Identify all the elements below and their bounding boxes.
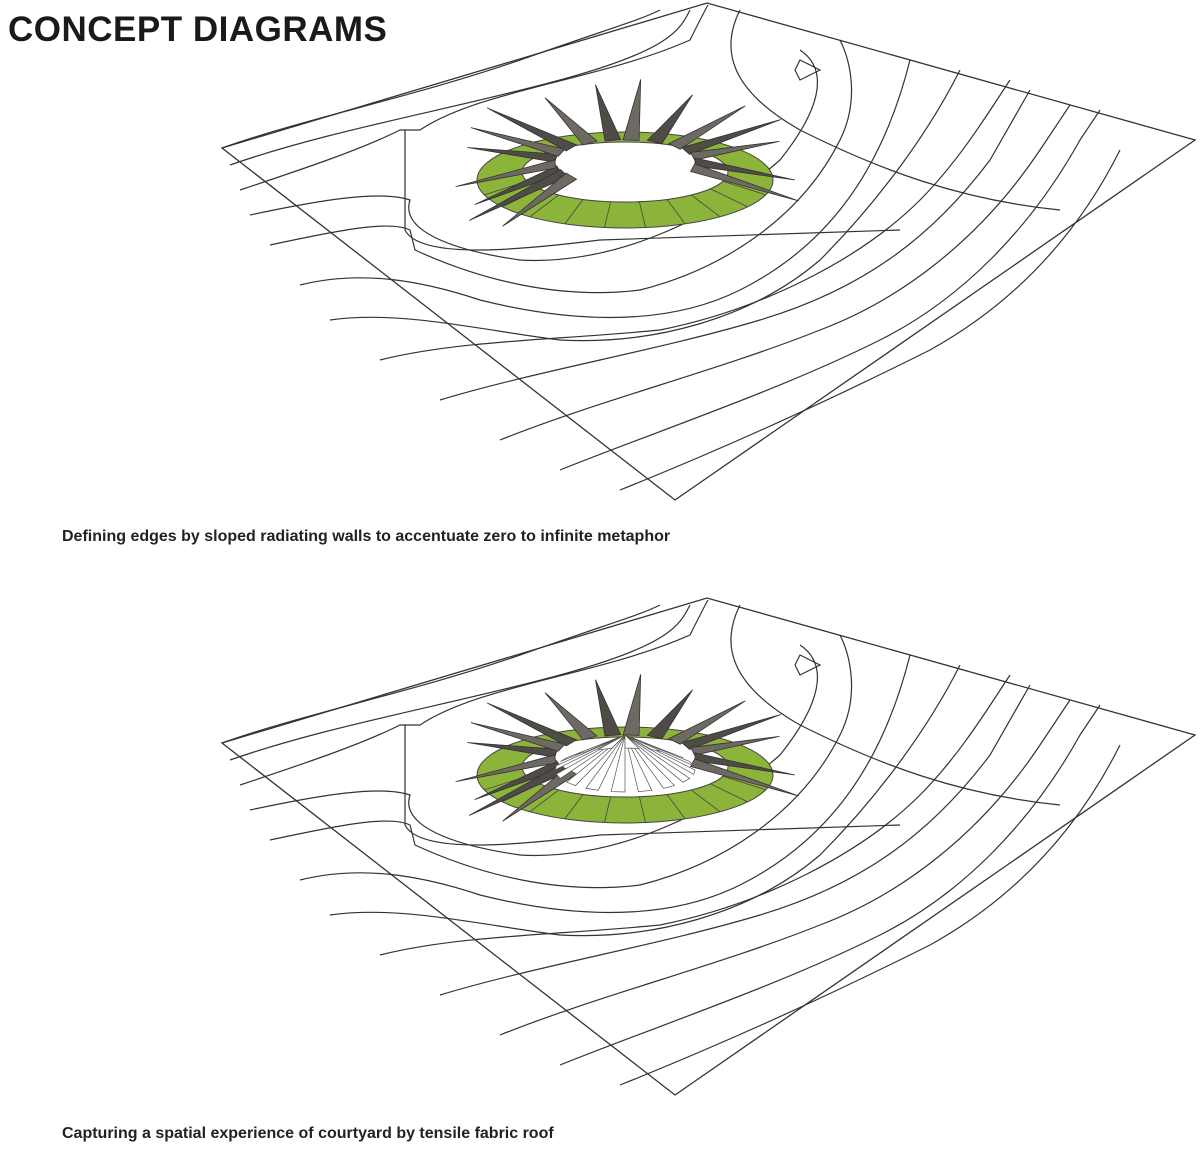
ring-segment-line [710, 188, 748, 208]
radiating-wall [622, 79, 642, 141]
radiating-wall [486, 107, 578, 152]
contour-line [269, 39, 853, 294]
radiating-wall [694, 157, 796, 181]
site-plane [220, 597, 1197, 1096]
ring-segment-line [710, 783, 748, 803]
caption-diagram-2: Capturing a spatial experience of courty… [62, 1125, 554, 1142]
radiating-wall [470, 722, 566, 752]
tensile-fabric-roof-panel [624, 734, 691, 783]
radiating-wall [502, 172, 578, 227]
radiating-wall [544, 97, 598, 146]
ring-segment-line [604, 796, 612, 823]
contour-line [229, 604, 691, 761]
radiating-wall [455, 754, 557, 783]
ring-segment-line [638, 796, 646, 823]
contour-line [269, 634, 853, 889]
contour-line [794, 654, 822, 676]
radiating-wall [680, 714, 782, 750]
contour-line [499, 699, 1071, 1036]
ring-segment-line [722, 180, 766, 196]
tensile-fabric-roof-panel [585, 734, 626, 791]
ring-segment-line [604, 201, 612, 228]
radiating-wall [470, 127, 566, 157]
radiating-wall [595, 679, 622, 737]
ring-segment-line [564, 199, 584, 225]
ring-segment-line [564, 794, 584, 820]
diagram-tensile-roof [220, 597, 1197, 1096]
contour-line [730, 604, 1061, 806]
tensile-fabric-roof-panel [624, 734, 640, 749]
radiating-wall [694, 752, 796, 776]
contour-line [794, 59, 822, 81]
contour-line [299, 59, 911, 319]
contour-line [404, 130, 901, 251]
contour-line [379, 79, 1011, 361]
radiating-wall [622, 674, 642, 736]
tensile-fabric-roof-panel [624, 734, 684, 759]
site-plane [220, 2, 1197, 501]
ring-segment-line [529, 194, 560, 218]
ring-segment-line [638, 201, 646, 228]
contour-line [329, 69, 961, 342]
tensile-fabric-roof-panel [575, 734, 626, 755]
page-title: CONCEPT DIAGRAMS [8, 10, 388, 49]
radiating-wall [689, 735, 780, 756]
radiating-wall [468, 764, 570, 816]
tensile-fabric-roof-panel [624, 734, 694, 767]
contour-line [229, 9, 691, 166]
radiating-wall [646, 689, 693, 740]
tensile-fabric-roof-panel [554, 734, 626, 771]
radiating-wall [468, 169, 570, 221]
ring-segment-line [666, 199, 686, 225]
contour-line [221, 9, 661, 149]
tensile-fabric-roof-panel [610, 734, 626, 793]
contour-line [221, 604, 661, 744]
tensile-fabric-roof-panel [624, 734, 653, 792]
caption-diagram-1: Defining edges by sloped radiating walls… [62, 528, 671, 545]
radiating-wall [486, 702, 578, 747]
radiating-wall [680, 119, 782, 155]
contour-line [239, 4, 709, 191]
radiating-wall [474, 165, 563, 206]
contour-line [439, 89, 1031, 401]
contour-line [329, 664, 961, 937]
contour-line [559, 109, 1101, 471]
contour-line [239, 599, 709, 786]
radiating-wall [544, 692, 598, 741]
contour-line [249, 49, 818, 262]
contour-line [619, 744, 1121, 1086]
contour-line [730, 9, 1061, 211]
contour-line [499, 104, 1071, 441]
radiating-wall [689, 758, 800, 797]
contour-line [299, 654, 911, 914]
radiating-wall [667, 700, 746, 745]
ring-segment-line [690, 789, 721, 813]
radiating-wall [455, 159, 557, 188]
contour-line [559, 704, 1101, 1066]
radiating-wall [689, 140, 780, 161]
ring-segment-line [722, 775, 766, 791]
radiating-wall [667, 105, 746, 150]
ring-segment-line [529, 789, 560, 813]
radiating-wall [689, 163, 800, 202]
radiating-wall [646, 94, 693, 145]
contour-line [404, 725, 901, 846]
contour-line [619, 149, 1121, 491]
tensile-fabric-roof-panel [598, 734, 626, 751]
radiating-wall [595, 84, 622, 142]
contour-line [379, 674, 1011, 956]
ring-segment-line [690, 194, 721, 218]
ring-segment-line [666, 794, 686, 820]
contour-line [249, 644, 818, 857]
radiating-wall [467, 742, 559, 758]
contour-line [439, 684, 1031, 996]
diagram-sloped-walls [220, 2, 1197, 501]
radiating-wall [467, 147, 559, 163]
